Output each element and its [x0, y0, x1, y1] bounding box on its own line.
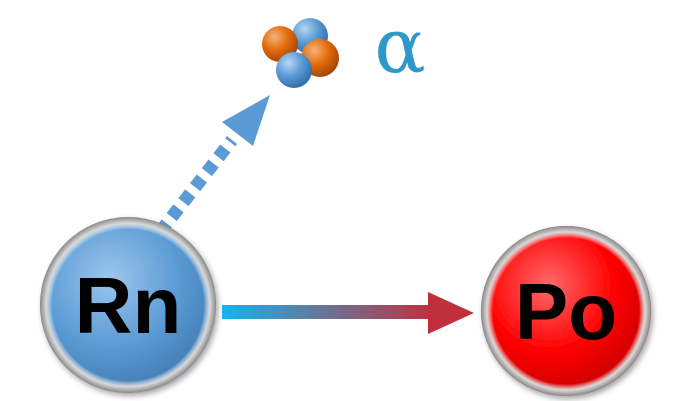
neutron-icon [276, 52, 312, 88]
alpha-particle-icon [262, 18, 339, 88]
decay-arrow [222, 292, 474, 334]
rn-label: Rn [75, 261, 182, 350]
decay-arrow-head [428, 292, 474, 334]
emission-arrow-head [222, 95, 270, 146]
po-nucleus: Po [481, 226, 651, 396]
emission-arrow [154, 95, 270, 237]
rn-nucleus: Rn [40, 217, 216, 393]
emission-arrow-shaft [154, 135, 238, 237]
decay-arrow-shaft [222, 305, 434, 319]
po-label: Po [515, 267, 617, 356]
alpha-symbol: α [374, 1, 425, 90]
